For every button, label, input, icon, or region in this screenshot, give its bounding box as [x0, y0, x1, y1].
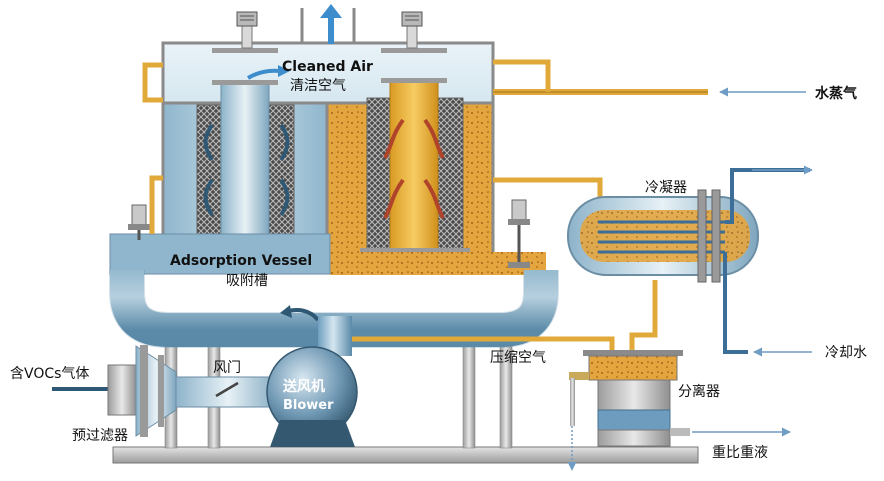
left-center-tube — [220, 81, 270, 253]
manifold-valve-right — [508, 199, 530, 268]
condensate-pipe — [629, 280, 658, 352]
damper-label: 风门 — [213, 360, 241, 376]
condenser-label: 冷凝器 — [645, 180, 687, 196]
left-tube-cap — [212, 80, 278, 85]
top-valve-right — [381, 11, 447, 53]
damper-duct — [175, 376, 282, 408]
right-center-tube — [389, 79, 439, 253]
prefilter-unit — [107, 345, 177, 437]
separator-unit — [569, 350, 683, 447]
cooling-water-in — [723, 252, 748, 354]
damper-blade — [215, 381, 239, 398]
vapor-pipe-right — [493, 177, 603, 200]
cleaned-air-cn-label: 清洁空气 — [290, 78, 346, 94]
blower-en-label: Blower — [283, 398, 334, 413]
voc-gas-label: 含VOCs气体 — [10, 366, 89, 382]
left-flow-arrows — [203, 123, 290, 217]
base-plate — [112, 446, 699, 464]
prefilter-label: 预过滤器 — [72, 428, 128, 444]
vapor-pipe-left — [142, 62, 163, 103]
right-bed-bottom — [360, 248, 470, 254]
adsorption-vessel-cn-label: 吸附槽 — [226, 273, 268, 289]
top-valve-left — [212, 11, 278, 53]
condenser-unit — [567, 189, 759, 283]
compressed-air-label: 压缩空气 — [490, 350, 546, 366]
vapor-pipe-upper — [493, 59, 551, 92]
left-manifold — [109, 233, 331, 275]
blower-unit — [266, 316, 358, 447]
steam-label: 水蒸气 — [815, 85, 857, 102]
adsorption-vessel-label: Adsorption Vessel — [170, 253, 312, 269]
compressed-air-pipe — [330, 336, 615, 352]
blower-cn-label: 送风机 — [282, 378, 325, 395]
exhaust-stack — [300, 8, 356, 43]
cleaned-air-arrow — [320, 4, 342, 44]
manifold-valve-left — [128, 204, 150, 240]
cleaned-air-flow-arrow — [246, 68, 281, 80]
right-tube-cap — [381, 78, 447, 83]
cooling-water-label: 冷却水 — [825, 345, 867, 361]
heavy-liquid-label: 重比重液 — [712, 445, 768, 461]
vapor-pipe-side — [149, 175, 163, 234]
right-flow-arrows — [383, 118, 445, 219]
separator-label: 分离器 — [678, 383, 720, 400]
cleaned-air-label: Cleaned Air — [282, 59, 373, 75]
